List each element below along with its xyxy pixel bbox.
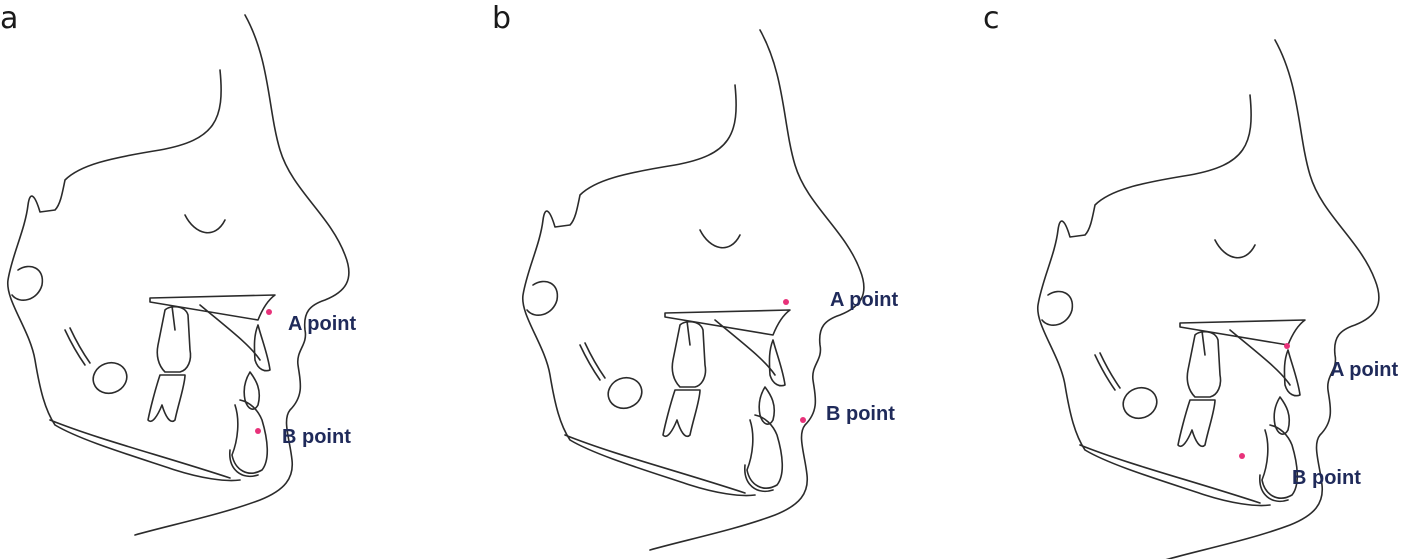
- panel-a-b-point-marker: [255, 428, 261, 434]
- panel-c-b-point-label: B point: [1292, 467, 1361, 489]
- panel-b-letter: b: [492, 1, 511, 36]
- panel-a: a A point B point: [0, 1, 356, 536]
- panel-c-a-point-label: A point: [1330, 359, 1398, 381]
- panel-b-b-point-label: B point: [826, 403, 895, 425]
- panel-c-b-point-marker: [1239, 453, 1245, 459]
- panel-a-letter: a: [0, 1, 18, 36]
- panel-b: b A point B point: [492, 1, 898, 551]
- panel-a-skull-tracing: [6, 14, 350, 536]
- panel-b-a-point-marker: [783, 299, 789, 305]
- panel-c: c A point B point: [983, 1, 1398, 559]
- panel-b-skull-tracing: [521, 29, 865, 551]
- panel-a-b-point-label: B point: [282, 426, 351, 448]
- panel-c-letter: c: [983, 1, 1000, 36]
- panel-b-b-point-marker: [800, 417, 806, 423]
- panel-a-a-point-label: A point: [288, 313, 356, 335]
- panel-a-a-point-marker: [266, 309, 272, 315]
- panel-c-a-point-marker: [1284, 343, 1290, 349]
- panel-b-a-point-label: A point: [830, 289, 898, 311]
